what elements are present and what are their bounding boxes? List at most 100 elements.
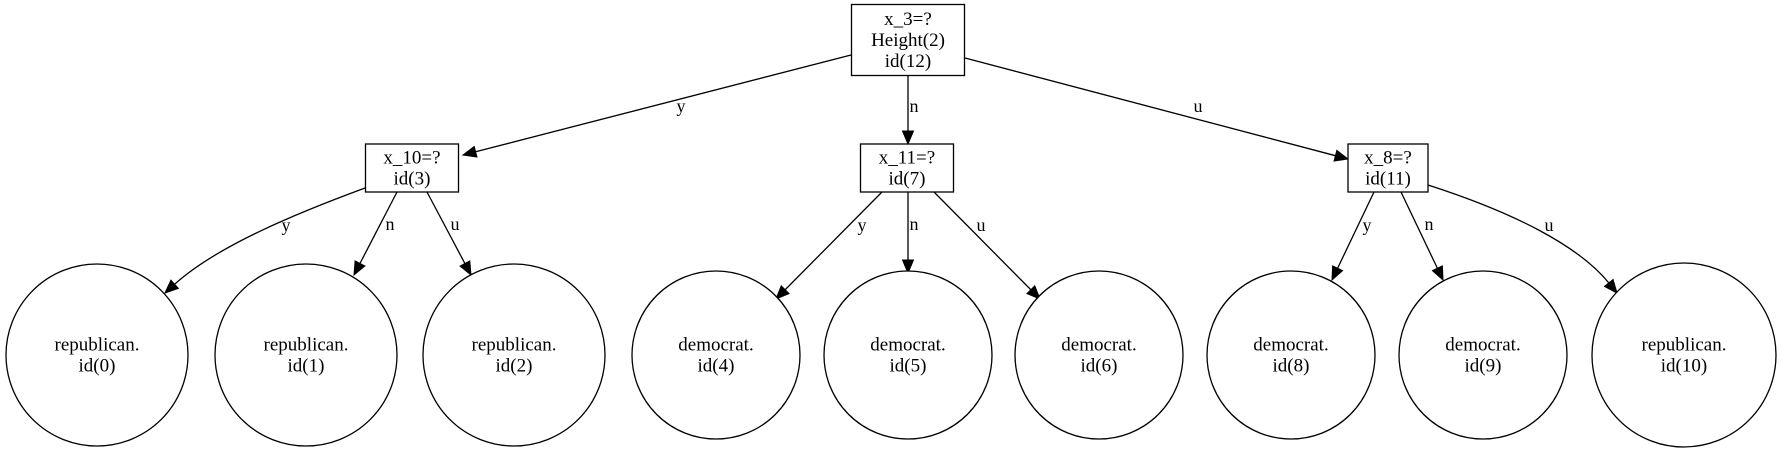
node-label-line: republican. [55, 335, 140, 356]
node-box [364, 143, 460, 193]
arrowhead [1431, 265, 1444, 282]
edge-line [1337, 191, 1375, 269]
edge-label: u [451, 214, 460, 234]
edge-line [475, 54, 852, 153]
arrowhead [901, 259, 915, 275]
edge-n12-n3: y [461, 54, 852, 158]
edge-label: y [1363, 215, 1372, 235]
node-label-line: id(5) [890, 356, 927, 377]
edge-n12-n11: u [964, 57, 1350, 162]
node-n4: democrat.id(4) [631, 270, 801, 440]
arrowhead [461, 145, 478, 158]
node-label-line: id(12) [885, 51, 931, 72]
node-box [850, 3, 966, 77]
leaf-circle [1014, 270, 1184, 440]
edge-line [1400, 191, 1438, 269]
node-label-line: x_3=? [884, 9, 932, 30]
node-label-line: democrat. [1253, 335, 1328, 356]
edge-n11-n9: n [1400, 191, 1444, 282]
node-n1: republican.id(1) [214, 263, 398, 447]
edge-label: y [858, 215, 867, 235]
node-label-line: id(11) [1365, 169, 1411, 190]
edge-layer: y n u y n u y n u y n u [164, 54, 1618, 300]
node-n5: democrat.id(5) [823, 270, 993, 440]
node-n6: democrat.id(6) [1014, 270, 1184, 440]
node-n2: republican.id(2) [422, 263, 606, 447]
node-box [1347, 143, 1429, 193]
node-n8: democrat.id(8) [1206, 270, 1376, 440]
edge-n7-n6: u [933, 191, 1041, 300]
node-box [859, 143, 955, 193]
node-label-line: democrat. [1445, 335, 1520, 356]
node-label-line: id(6) [1081, 356, 1118, 377]
leaf-circle [823, 270, 993, 440]
leaf-circle [631, 270, 801, 440]
edge-line [933, 191, 1032, 291]
leaf-circle [1591, 262, 1777, 448]
node-n10: republican.id(10) [1591, 262, 1777, 448]
node-label-line: republican. [1642, 335, 1727, 356]
edge-label: u [1194, 96, 1203, 116]
arrowhead [901, 130, 915, 146]
node-n7: x_11=?id(7) [859, 143, 955, 193]
edge-n12-n7: n [901, 76, 919, 146]
edge-n7-n4: y [775, 191, 883, 300]
arrowhead [459, 260, 472, 277]
arrowhead [164, 279, 180, 294]
arrowhead [1333, 149, 1350, 162]
node-label-line: id(1) [288, 356, 325, 377]
node-label-line: id(4) [698, 356, 735, 377]
edge-line [1427, 184, 1610, 284]
arrowhead [353, 260, 366, 277]
node-label-line: id(0) [79, 356, 116, 377]
edge-n7-n5: n [901, 192, 919, 275]
node-label-line: democrat. [1061, 335, 1136, 356]
node-label-line: id(3) [394, 169, 431, 190]
node-n11: x_8=?id(11) [1347, 143, 1429, 193]
arrowhead [1331, 265, 1344, 282]
edge-n3-n2: u [426, 191, 472, 277]
node-label-line: republican. [264, 335, 349, 356]
node-label-line: x_11=? [879, 148, 935, 169]
edge-label: n [1425, 214, 1434, 234]
leaf-circle [422, 263, 606, 447]
edge-line [359, 191, 398, 264]
node-label-line: x_8=? [1364, 148, 1412, 169]
edge-label: n [910, 96, 919, 116]
leaf-circle [1206, 270, 1376, 440]
node-layer: x_3=?Height(2)id(12)x_10=?id(3)x_11=?id(… [5, 3, 1777, 448]
node-label-line: x_10=? [383, 148, 440, 169]
node-label-line: id(7) [889, 169, 926, 190]
edge-n11-n8: y [1331, 191, 1375, 282]
edge-line [784, 191, 883, 291]
arrowhead [775, 285, 790, 300]
node-label-line: id(2) [496, 356, 533, 377]
edge-label: n [386, 214, 395, 234]
node-label-line: democrat. [678, 335, 753, 356]
edge-label: u [977, 215, 986, 235]
edge-label: y [282, 215, 291, 235]
node-label-line: democrat. [870, 335, 945, 356]
edge-label: n [910, 214, 919, 234]
node-n0: republican.id(0) [5, 263, 189, 447]
node-label-line: republican. [472, 335, 557, 356]
node-n3: x_10=?id(3) [364, 143, 460, 193]
edge-line [174, 187, 366, 285]
arrowhead [1603, 278, 1618, 294]
node-n9: democrat.id(9) [1398, 270, 1568, 440]
edge-line [426, 191, 466, 264]
edge-n3-n0: y [164, 187, 366, 294]
edge-label: y [677, 96, 686, 116]
node-label-line: id(9) [1465, 356, 1502, 377]
edge-line [964, 57, 1336, 157]
edge-n11-n10: u [1427, 184, 1618, 294]
node-label-line: Height(2) [871, 30, 945, 51]
leaf-circle [214, 263, 398, 447]
node-label-line: id(10) [1661, 356, 1707, 377]
arrowhead [1026, 285, 1041, 300]
edge-label: u [1545, 215, 1554, 235]
node-label-line: id(8) [1273, 356, 1310, 377]
node-n12: x_3=?Height(2)id(12) [850, 3, 966, 77]
leaf-circle [1398, 270, 1568, 440]
